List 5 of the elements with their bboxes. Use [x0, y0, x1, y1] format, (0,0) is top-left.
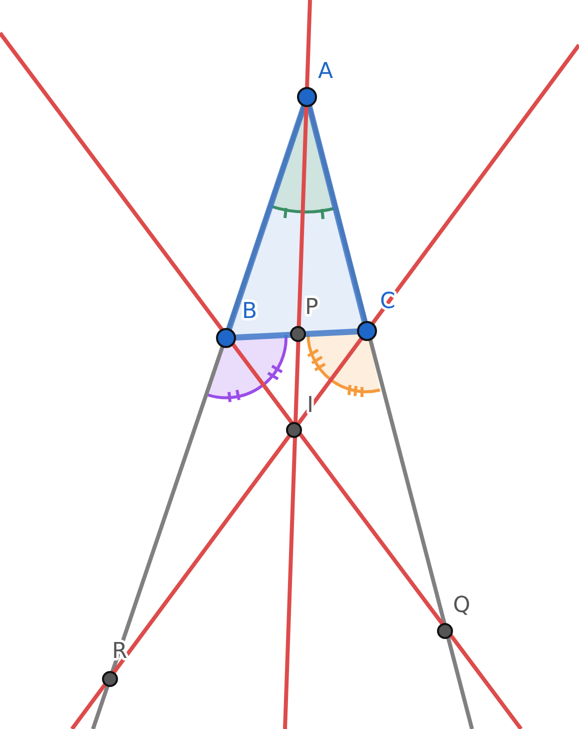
point-label: Q — [453, 593, 470, 618]
point-label: B — [242, 299, 258, 324]
point-label: A — [318, 59, 334, 84]
point-label: I — [307, 393, 314, 418]
point-label: P — [305, 295, 318, 320]
